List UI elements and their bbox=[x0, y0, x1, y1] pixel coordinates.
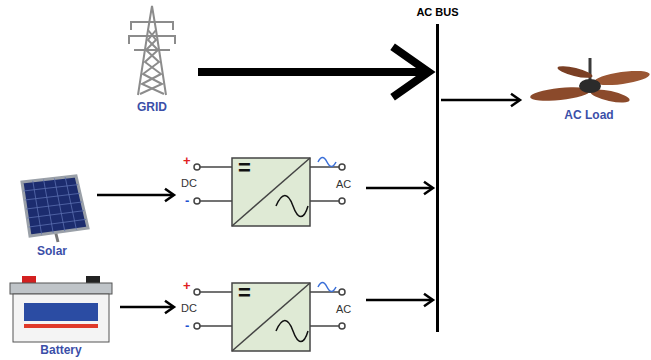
inverter-box bbox=[232, 283, 310, 351]
terminal-wire bbox=[310, 325, 342, 327]
terminal-wire bbox=[310, 166, 342, 168]
battery-icon bbox=[10, 276, 112, 342]
power-flow-arrow bbox=[120, 301, 174, 314]
tower-arm bbox=[130, 21, 174, 23]
terminal bbox=[194, 198, 200, 204]
ac-load: AC Load bbox=[528, 54, 650, 122]
arrow-shaft bbox=[366, 187, 432, 190]
terminal bbox=[194, 323, 200, 329]
arrow-head bbox=[424, 182, 433, 195]
arrow-shaft bbox=[120, 306, 173, 309]
inverter: = bbox=[180, 280, 362, 355]
panel-cell-line bbox=[25, 193, 80, 200]
ac-sine bbox=[276, 321, 308, 342]
panel-frame bbox=[22, 176, 88, 236]
arrow-shaft bbox=[366, 299, 432, 302]
power-flow-arrow bbox=[366, 294, 433, 307]
panel-cells bbox=[23, 177, 86, 234]
node-label: Battery bbox=[40, 343, 81, 357]
polarity-sign: - bbox=[185, 194, 189, 207]
fan-blade bbox=[557, 64, 594, 80]
power-flow-arrow bbox=[198, 47, 429, 97]
node-label: = bbox=[238, 157, 251, 179]
terminal-wire bbox=[310, 200, 342, 202]
battery-source: Battery bbox=[6, 270, 116, 357]
arrow-head bbox=[165, 189, 174, 202]
terminal bbox=[194, 289, 200, 295]
arrow-shaft bbox=[198, 68, 425, 76]
ac-bus: AC BUS bbox=[436, 24, 439, 332]
ac-sine bbox=[276, 196, 308, 217]
inverter: = bbox=[180, 155, 362, 230]
inverter-diagonal bbox=[232, 283, 310, 351]
arrow-head bbox=[165, 301, 174, 314]
inverter-box bbox=[232, 158, 310, 226]
battery-stripe bbox=[24, 324, 98, 328]
port-label: DC bbox=[181, 177, 197, 190]
inverter-symbol bbox=[194, 158, 345, 227]
terminal bbox=[339, 198, 345, 204]
fan-icon bbox=[530, 58, 651, 105]
arrow-head bbox=[511, 94, 520, 107]
battery-lid bbox=[10, 283, 112, 294]
node-label: Solar bbox=[37, 244, 67, 258]
tower-insulator bbox=[130, 22, 132, 30]
tower-insulator bbox=[128, 36, 130, 44]
panel-cell-line bbox=[23, 185, 78, 191]
tower-lattice bbox=[142, 30, 164, 94]
power-flow-arrow bbox=[366, 182, 433, 195]
arrow-shaft bbox=[97, 194, 173, 197]
tower-arm bbox=[134, 49, 170, 51]
terminal bbox=[194, 164, 200, 170]
panel-cell-line bbox=[29, 219, 86, 227]
inverter-symbol bbox=[194, 283, 345, 352]
battery-body bbox=[13, 294, 109, 342]
grid-source: GRID bbox=[118, 4, 186, 114]
terminal-wire bbox=[197, 200, 232, 202]
tower-icon bbox=[128, 6, 176, 95]
terminal-wire bbox=[310, 291, 342, 293]
terminal bbox=[339, 323, 345, 329]
terminal bbox=[339, 289, 345, 295]
node-label: AC Load bbox=[564, 108, 613, 122]
power-flow-arrow bbox=[441, 94, 520, 107]
port-label: DC bbox=[181, 302, 197, 315]
arrow-head bbox=[424, 294, 433, 307]
terminal-wire bbox=[197, 325, 232, 327]
polarity-sign: + bbox=[183, 154, 191, 167]
node-label: GRID bbox=[137, 100, 167, 114]
port-label: AC bbox=[336, 303, 351, 316]
arrow-shaft bbox=[441, 99, 519, 102]
panel-cell-line bbox=[26, 202, 82, 209]
output-sine bbox=[318, 283, 336, 292]
output-sine bbox=[318, 158, 336, 167]
solar-panel-icon bbox=[22, 176, 88, 242]
solar-source: Solar bbox=[12, 174, 92, 258]
power-flow-arrow bbox=[97, 189, 174, 202]
node-label: AC BUS bbox=[416, 6, 458, 19]
battery-band bbox=[24, 303, 98, 321]
polarity-sign: + bbox=[183, 279, 191, 292]
arrow-head bbox=[393, 47, 429, 97]
tower-insulator bbox=[172, 22, 174, 30]
polarity-sign: - bbox=[185, 319, 189, 332]
fan-hub bbox=[579, 79, 601, 93]
port-label: AC bbox=[336, 178, 351, 191]
panel-cell-line bbox=[27, 211, 84, 218]
terminal-wire bbox=[197, 291, 232, 293]
node-label: = bbox=[238, 282, 251, 304]
tower-insulator bbox=[174, 36, 176, 44]
terminal bbox=[339, 164, 345, 170]
terminal-wire bbox=[197, 166, 232, 168]
fan-blade bbox=[593, 68, 650, 88]
inverter-diagonal bbox=[232, 158, 310, 226]
